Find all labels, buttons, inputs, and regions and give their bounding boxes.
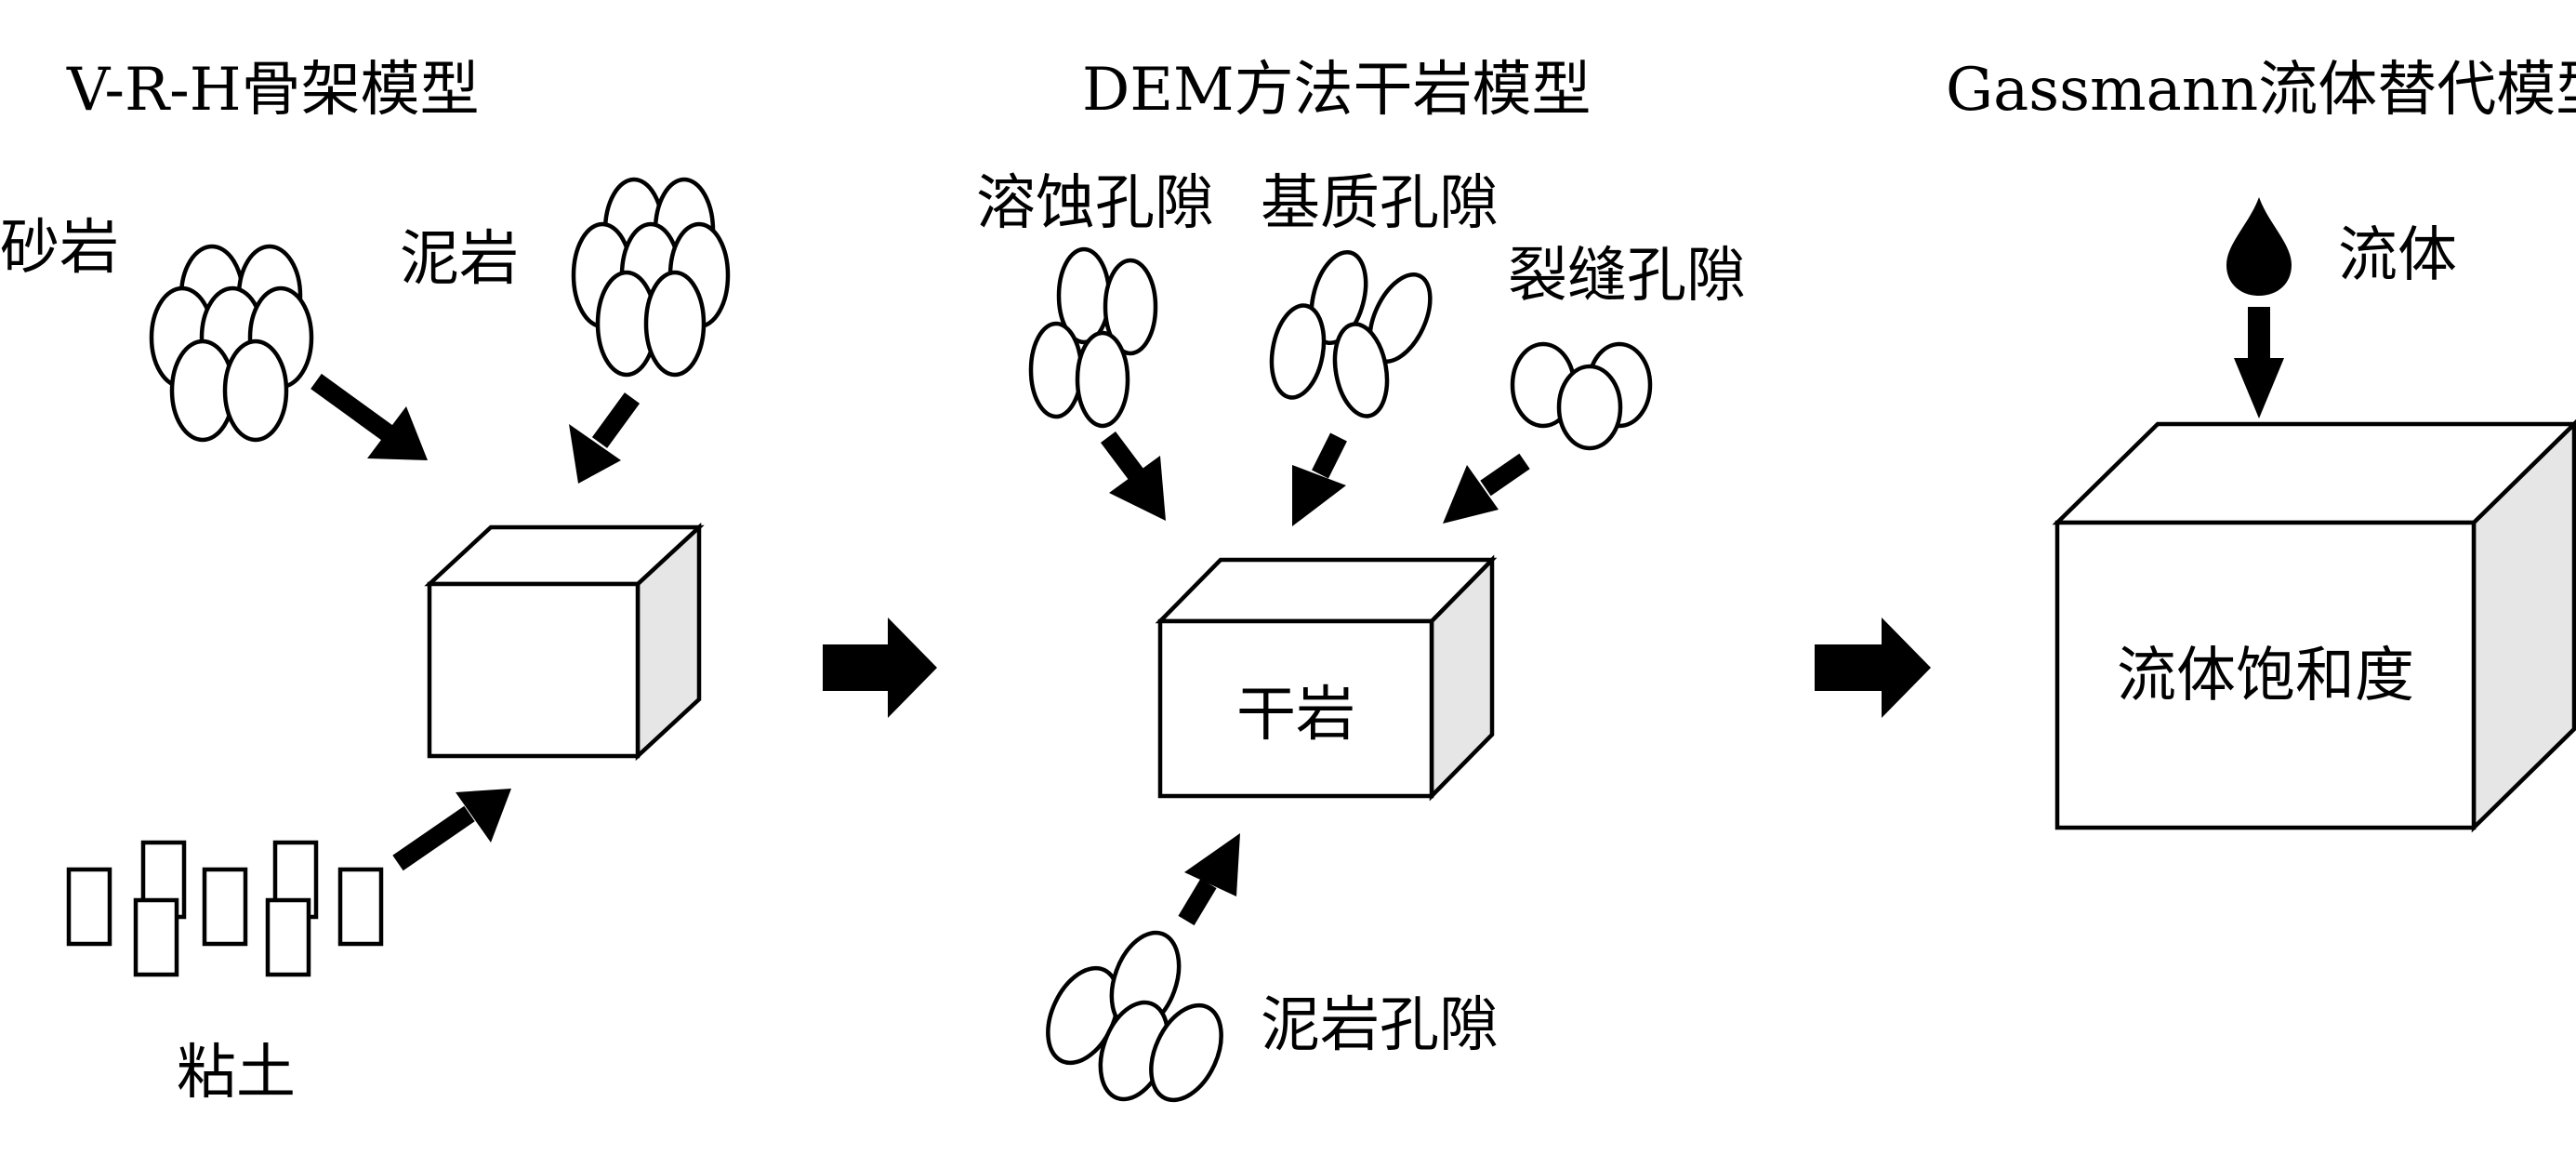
fracture-pore-label: 裂缝孔隙	[1508, 242, 1746, 311]
matrix-arrow-icon	[1292, 432, 1347, 526]
panel-vrh: V-R-H骨架模型 砂岩 泥岩 粘土	[0, 56, 731, 1108]
mudstone-pore-label: 泥岩孔隙	[1261, 991, 1499, 1060]
saturated-rock-block: 流体饱和度	[2052, 418, 2576, 833]
clay-particles-icon	[66, 840, 384, 977]
matrix-pores-icon	[1269, 249, 1433, 418]
panel-gassmann-title: Gassmann流体替代模型	[1946, 56, 2576, 125]
mudstone-pore-arrow-icon	[1178, 833, 1240, 926]
panel-vrh-title: V-R-H骨架模型	[66, 56, 480, 125]
mudstone-arrow-icon	[569, 392, 641, 484]
vrh-matrix-block	[424, 522, 705, 762]
transition-arrow-2-icon	[1815, 617, 1931, 718]
matrix-pore-label: 基质孔隙	[1261, 169, 1499, 238]
fracture-pores-icon	[1510, 341, 1653, 451]
fluid-saturation-label: 流体饱和度	[2117, 642, 2414, 710]
panel-dem-title: DEM方法干岩模型	[1082, 56, 1592, 125]
clay-label: 粘土	[177, 1039, 296, 1108]
sandstone-grains-icon	[149, 244, 314, 443]
fluid-label: 流体	[2338, 221, 2457, 290]
fluid-drop-icon	[2226, 197, 2292, 296]
dry-rock-label: 干岩	[1236, 681, 1355, 750]
dissolution-pores-icon	[1028, 246, 1158, 429]
clay-arrow-icon	[392, 789, 511, 871]
dissolution-pore-label: 溶蚀孔隙	[976, 169, 1214, 238]
panel-dem: DEM方法干岩模型 溶蚀孔隙 基质孔隙 裂缝孔隙 泥岩孔隙	[976, 56, 1746, 1103]
mudstone-pores-icon	[1046, 930, 1223, 1103]
transition-arrow-1-icon	[823, 617, 937, 718]
sandstone-label: 砂岩	[0, 214, 119, 283]
dry-rock-block: 干岩	[1155, 554, 1498, 802]
mudstone-label: 泥岩	[400, 225, 519, 294]
fluid-arrow-icon	[2234, 307, 2284, 418]
sandstone-arrow-icon	[310, 373, 428, 460]
dissolution-arrow-icon	[1101, 431, 1166, 521]
fracture-arrow-icon	[1443, 453, 1530, 524]
panel-gassmann: Gassmann流体替代模型 流体 流体饱和度	[1946, 56, 2576, 833]
mudstone-grains-icon	[571, 177, 731, 378]
